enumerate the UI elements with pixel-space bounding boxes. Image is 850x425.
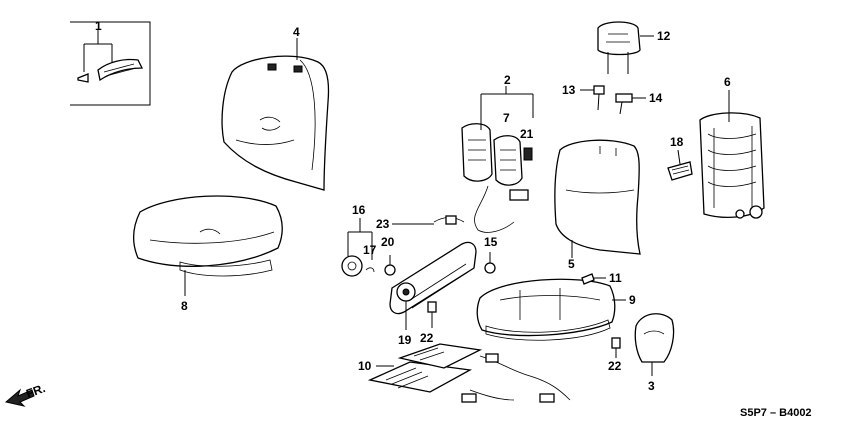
part-3-side-cover	[634, 313, 675, 376]
part-16-knob	[341, 218, 373, 277]
part-13-guide	[580, 85, 605, 111]
part-9-cushion-cover	[476, 278, 626, 341]
part-17-clip	[365, 267, 375, 273]
part-12-headrest	[597, 21, 654, 74]
part-19-recliner	[389, 241, 477, 330]
label-6: 6	[724, 75, 731, 89]
part-23-clip	[392, 215, 465, 225]
label-21: 21	[520, 127, 534, 141]
label-7: 7	[503, 111, 510, 125]
part-15-bolt	[484, 252, 496, 274]
part-2-airbag-module	[461, 86, 534, 233]
front-direction-label: FR.	[24, 381, 47, 401]
label-3: 3	[648, 379, 655, 393]
label-18: 18	[670, 135, 684, 149]
label-12: 12	[657, 29, 671, 43]
label-8: 8	[181, 299, 188, 313]
part-4-seatback-left	[221, 38, 330, 191]
part-6-seatback-frame	[699, 90, 765, 219]
label-17: 17	[363, 243, 377, 257]
part-22-clip-left	[427, 301, 437, 328]
part-8-cushion-left	[133, 195, 283, 296]
part-18-lever	[667, 149, 693, 181]
label-14: 14	[649, 91, 663, 105]
label-9: 9	[629, 293, 636, 307]
part-5-seatback-cover	[554, 139, 641, 258]
label-5: 5	[568, 257, 575, 271]
label-19: 19	[398, 333, 412, 347]
part-11-clip	[581, 273, 606, 285]
label-23: 23	[376, 217, 390, 231]
label-4: 4	[293, 25, 300, 39]
label-2: 2	[504, 73, 511, 87]
part-labels: 1 2 3 4 5 6 7 8 9 10 11 12 13 14 15 16 1…	[95, 19, 731, 393]
part-14-guide	[615, 93, 646, 115]
front-direction-arrow	[4, 388, 35, 407]
part-20-screw	[384, 255, 396, 276]
label-15: 15	[484, 235, 498, 249]
part-10-heater-pad	[367, 343, 571, 403]
label-1: 1	[95, 19, 102, 33]
label-20: 20	[381, 235, 395, 249]
part-21-clip	[523, 147, 533, 161]
part-1-clip-cover	[70, 21, 151, 106]
diagram-code: S5P7 – B4002	[740, 407, 812, 419]
label-22-right: 22	[608, 359, 622, 373]
label-11: 11	[609, 271, 622, 285]
label-22-left: 22	[420, 331, 434, 345]
label-16: 16	[352, 203, 366, 217]
label-13: 13	[562, 83, 576, 97]
label-10: 10	[358, 359, 372, 373]
part-22-clip-right	[611, 337, 621, 358]
